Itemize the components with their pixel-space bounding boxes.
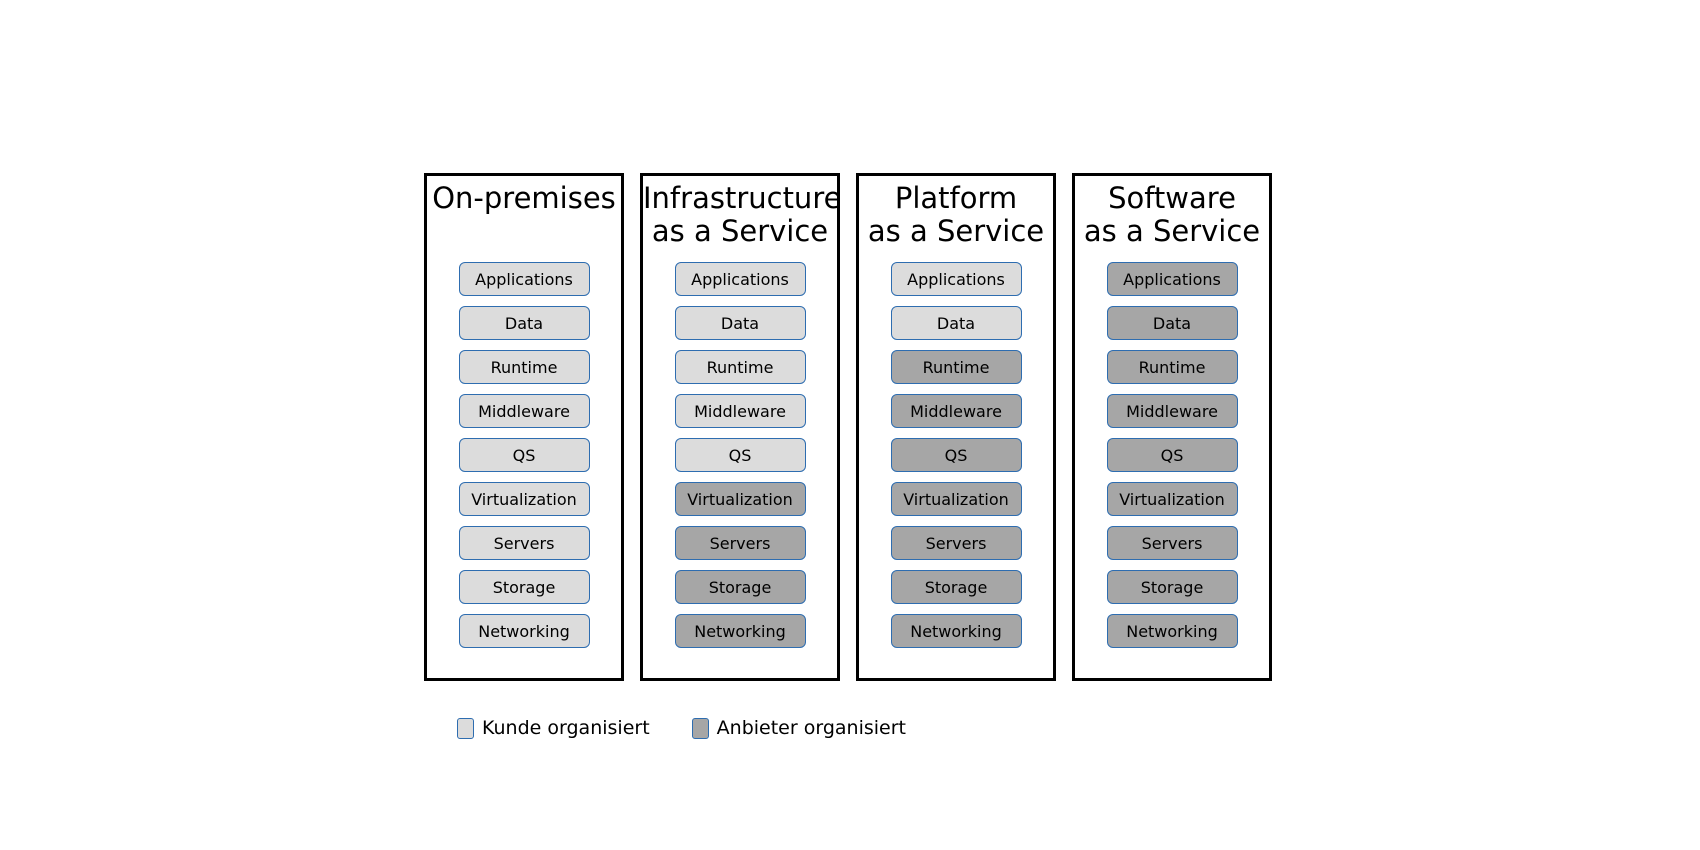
layer-networking: Networking xyxy=(1106,614,1238,648)
layer-middleware: Middleware xyxy=(674,394,806,428)
layer-virtualization: Virtualization xyxy=(674,482,806,516)
layer-networking: Networking xyxy=(458,614,590,648)
column-title-line: as a Service xyxy=(651,214,829,248)
layer-virtualization: Virtualization xyxy=(458,482,590,516)
layer-middleware: Middleware xyxy=(890,394,1022,428)
layer-data: Data xyxy=(674,306,806,340)
layer-storage: Storage xyxy=(674,570,806,604)
layer-storage: Storage xyxy=(1106,570,1238,604)
layer-servers: Servers xyxy=(1106,526,1238,560)
legend-swatch-customer xyxy=(457,717,474,739)
layer-runtime: Runtime xyxy=(458,350,590,384)
legend: Kunde organisiert Anbieter organisiert xyxy=(457,717,906,739)
layer-applications: Applications xyxy=(458,262,590,296)
layer-servers: Servers xyxy=(890,526,1022,560)
layer-virtualization: Virtualization xyxy=(890,482,1022,516)
column-title: On-premises xyxy=(427,182,621,215)
legend-swatch-provider xyxy=(691,717,709,739)
layer-applications: Applications xyxy=(674,262,806,296)
legend-label-customer: Kunde organisiert xyxy=(482,717,650,739)
layer-data: Data xyxy=(458,306,590,340)
layer-virtualization: Virtualization xyxy=(1106,482,1238,516)
column-title-line: Infrastructure xyxy=(643,181,842,215)
layer-runtime: Runtime xyxy=(1106,350,1238,384)
column-title-line: as a Service xyxy=(867,214,1045,248)
layer-applications: Applications xyxy=(890,262,1022,296)
layer-storage: Storage xyxy=(890,570,1022,604)
legend-label-provider: Anbieter organisiert xyxy=(716,717,906,739)
column-title-line: as a Service xyxy=(1083,214,1261,248)
layer-storage: Storage xyxy=(458,570,590,604)
layer-runtime: Runtime xyxy=(890,350,1022,384)
layer-data: Data xyxy=(1106,306,1238,340)
layer-data: Data xyxy=(890,306,1022,340)
layer-middleware: Middleware xyxy=(458,394,590,428)
legend-item-provider: Anbieter organisiert xyxy=(691,717,906,739)
legend-item-customer: Kunde organisiert xyxy=(457,717,650,739)
layer-applications: Applications xyxy=(1106,262,1238,296)
column-title-line: Software xyxy=(1108,181,1236,215)
layer-networking: Networking xyxy=(890,614,1022,648)
layer-qs: QS xyxy=(674,438,806,472)
column-title-line: On-premises xyxy=(432,181,616,215)
layer-servers: Servers xyxy=(458,526,590,560)
layer-runtime: Runtime xyxy=(674,350,806,384)
layer-servers: Servers xyxy=(674,526,806,560)
layer-qs: QS xyxy=(1106,438,1238,472)
layer-qs: QS xyxy=(890,438,1022,472)
layer-networking: Networking xyxy=(674,614,806,648)
layer-qs: QS xyxy=(458,438,590,472)
column-title-line: Platform xyxy=(894,181,1018,215)
layer-middleware: Middleware xyxy=(1106,394,1238,428)
